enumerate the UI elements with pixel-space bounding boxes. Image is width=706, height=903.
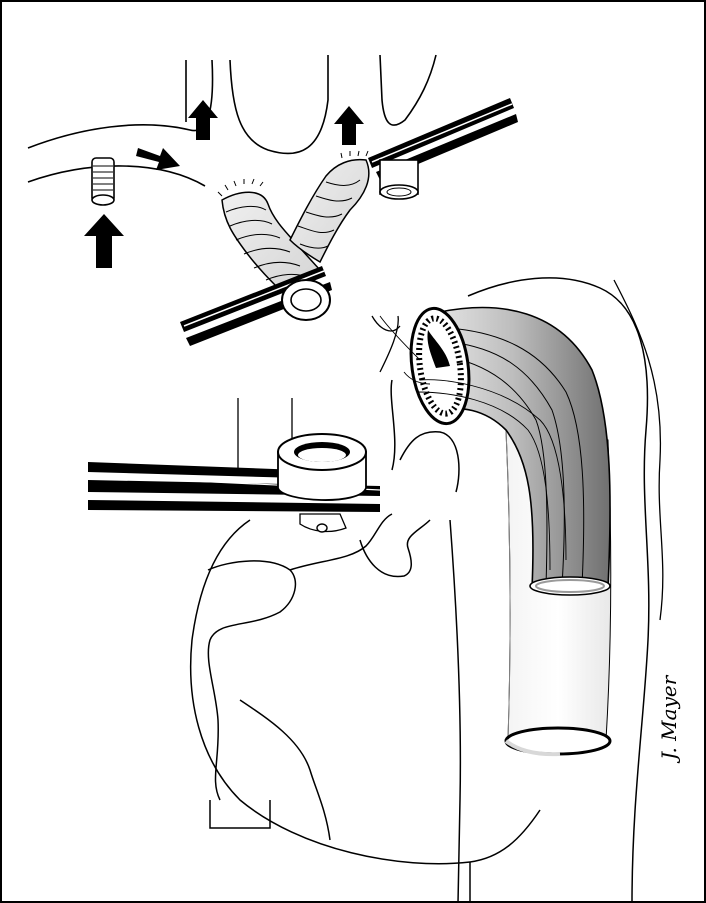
arrow-up-icon <box>334 106 364 145</box>
artist-signature: J. Mayer <box>657 674 681 764</box>
svg-text:J. Mayer: J. Mayer <box>657 674 681 764</box>
arrow-up-icon <box>188 100 218 140</box>
curved-graft <box>433 306 611 596</box>
clamp-main <box>87 433 381 533</box>
corrugated-graft <box>217 150 370 293</box>
arrow-up-icon <box>84 214 124 268</box>
clamp-lower-left <box>180 266 332 346</box>
inflow-cannula <box>91 157 115 206</box>
aortic-arch <box>27 54 437 187</box>
pericardium-edge <box>613 279 664 621</box>
sewing-ring <box>379 306 567 571</box>
heart-outline <box>189 277 650 903</box>
clamp-upper-right <box>368 98 518 200</box>
arrow-right-icon <box>136 148 180 170</box>
